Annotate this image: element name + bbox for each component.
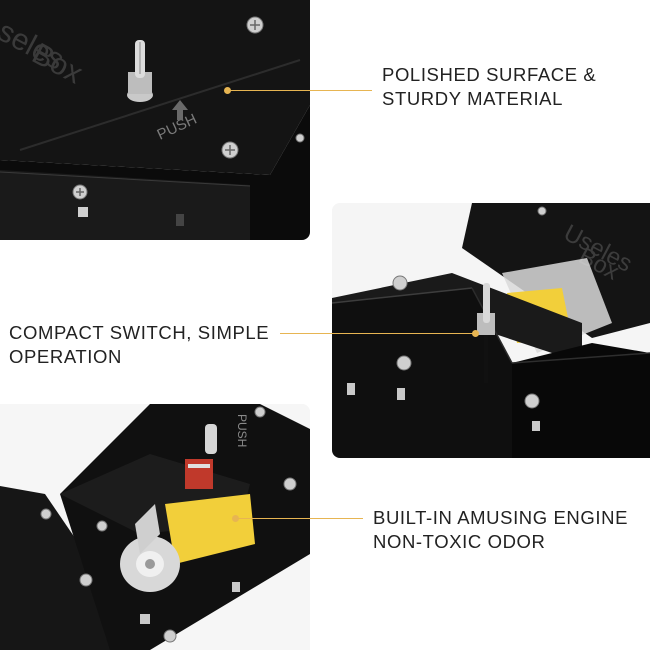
box-motor-illustration: PUSH <box>0 404 310 650</box>
caption-surface-line-1: POLISHED SURFACE & <box>382 64 597 85</box>
caption-surface: POLISHED SURFACE & STURDY MATERIAL <box>382 63 596 111</box>
bottom-push-label: PUSH <box>235 414 249 447</box>
leader-dot-switch <box>472 330 479 337</box>
caption-switch-line-2: OPERATION <box>9 346 122 367</box>
leader-line-switch <box>280 333 475 334</box>
caption-engine: BUILT-IN AMUSING ENGINE NON-TOXIC ODOR <box>373 506 628 554</box>
photo-box-motor-closeup: PUSH <box>0 404 310 650</box>
caption-surface-line-2: STURDY MATERIAL <box>382 88 564 109</box>
caption-switch-line-1: COMPACT SWITCH, SIMPLE <box>9 322 270 343</box>
box-lid-illustration: seles Box PUSH <box>0 0 310 240</box>
leader-line-surface <box>227 90 372 91</box>
bottom-toggle-switch <box>205 424 217 454</box>
lever-arm <box>135 504 160 554</box>
leader-line-engine <box>235 518 363 519</box>
leader-dot-engine <box>232 515 239 522</box>
photo-box-lid-closeup: seles Box PUSH <box>0 0 310 240</box>
leader-dot-surface <box>224 87 231 94</box>
caption-switch: COMPACT SWITCH, SIMPLE OPERATION <box>9 321 269 369</box>
photo-box-switch-closeup: Useles Box <box>332 203 650 458</box>
circuit-board <box>185 459 213 489</box>
caption-engine-line-2: NON-TOXIC ODOR <box>373 531 546 552</box>
box-switch-illustration: Useles Box <box>332 203 650 458</box>
motor-gearbox <box>120 494 255 592</box>
caption-engine-line-1: BUILT-IN AMUSING ENGINE <box>373 507 629 528</box>
mid-toggle-switch <box>477 283 495 383</box>
toggle-switch <box>127 40 153 102</box>
